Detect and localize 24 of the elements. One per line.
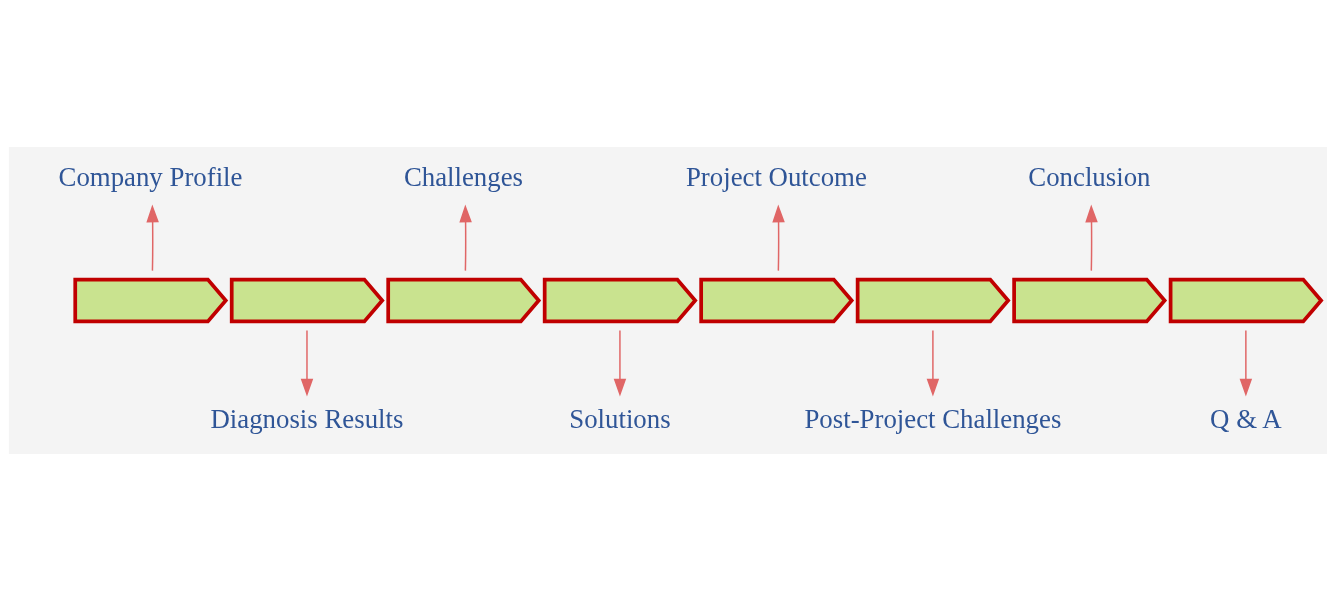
node-chevron xyxy=(229,277,385,324)
node-chevron xyxy=(1012,277,1168,324)
node-text: Diagnosis Results xyxy=(210,403,404,434)
node-chevron xyxy=(73,277,229,324)
arrow xyxy=(926,329,940,397)
node-text: Challenges xyxy=(403,162,524,193)
node-text: Project Outcome xyxy=(685,162,867,193)
node-text: Solutions xyxy=(569,403,671,434)
node-chevron xyxy=(386,277,542,324)
node-text: Conclusion xyxy=(1028,162,1151,193)
node-chevron xyxy=(1168,277,1324,324)
arrow xyxy=(146,204,159,272)
node-chevron xyxy=(542,277,698,324)
node-text: Post-Project Challenges xyxy=(804,403,1062,434)
node-text: Q & A xyxy=(1210,403,1282,434)
arrow xyxy=(1085,204,1098,272)
node-chevron xyxy=(855,277,1011,324)
node-chevron xyxy=(699,277,855,324)
arrow xyxy=(613,329,627,397)
arrow xyxy=(459,204,472,272)
arrow xyxy=(772,204,785,272)
node-text: Company Profile xyxy=(58,162,243,193)
arrow xyxy=(1239,329,1253,397)
arrow xyxy=(300,329,314,397)
